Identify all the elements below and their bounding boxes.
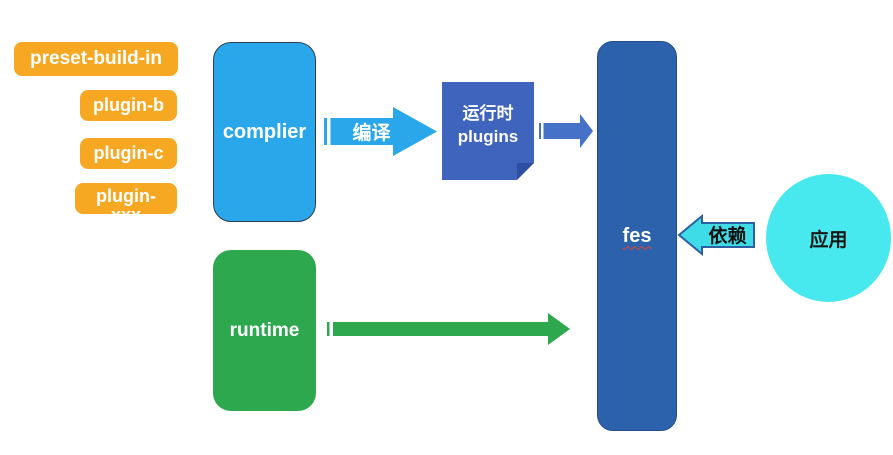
striped-right-arrow-icon: [324, 107, 437, 156]
node-complier: complier: [213, 42, 316, 222]
node-runtime-plugins-line2: plugins: [457, 127, 519, 146]
arrow-compile-label: 编译: [352, 123, 391, 144]
chip-plugin-b: plugin-b: [80, 90, 177, 121]
chip-plugin-xxx-label: plugin-xxx: [96, 186, 156, 225]
chip-preset-build-in: preset-build-in: [14, 42, 178, 76]
node-fes: fes: [597, 41, 677, 431]
node-app: 应用: [766, 174, 891, 302]
left-block-arrow-icon: [677, 214, 755, 256]
striped-right-arrow-icon: [539, 114, 593, 148]
folded-corner-icon: [517, 163, 534, 180]
arrow-depend: 依赖: [677, 214, 756, 256]
node-runtime-plugins-line1: 运行时: [462, 104, 514, 123]
arrow-plugins-to-fes: [539, 114, 593, 148]
node-complier-label: complier: [222, 120, 307, 143]
striped-right-arrow-icon: [327, 313, 570, 345]
chip-plugin-xxx: plugin-xxx: [75, 183, 177, 225]
arrow-runtime-to-fes: [327, 313, 570, 345]
node-runtime: runtime: [213, 250, 316, 411]
node-runtime-plugins: 运行时 plugins: [442, 82, 534, 180]
node-app-label: 应用: [809, 229, 848, 251]
node-runtime-label: runtime: [229, 319, 300, 341]
chip-plugin-c: plugin-c: [80, 138, 177, 169]
node-fes-label: fes: [622, 224, 652, 247]
arrow-compile: 编译: [324, 107, 437, 156]
arrow-depend-label: 依赖: [708, 225, 747, 247]
